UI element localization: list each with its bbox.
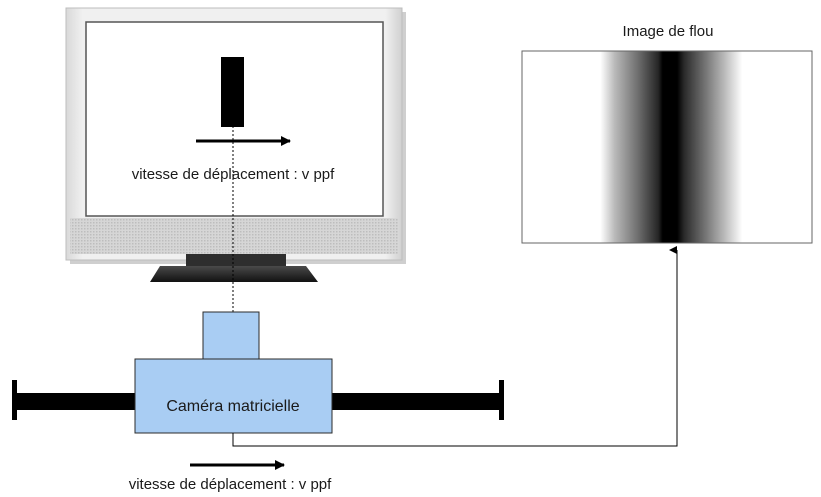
camera-label: Caméra matricielle (166, 398, 299, 415)
camera-body (134, 358, 333, 434)
monitor-speaker-grille (70, 218, 398, 254)
rail-left-end (12, 380, 17, 420)
moving-bar (221, 57, 244, 127)
output-connector (232, 246, 678, 447)
camera-speed-label: vitesse de déplacement : v ppf (129, 476, 332, 493)
monitor-stand-base (150, 266, 318, 282)
blur-image: Image de flou (521, 23, 813, 244)
monitor-stand-neck (186, 254, 286, 268)
monitor: vitesse de déplacement : v ppf (65, 7, 406, 282)
rail-right-end (499, 380, 504, 420)
camera-lens (202, 311, 260, 360)
blur-image-title: Image de flou (623, 23, 714, 40)
camera: Caméra matricielle (134, 311, 333, 434)
blur-image-frame (521, 50, 813, 244)
